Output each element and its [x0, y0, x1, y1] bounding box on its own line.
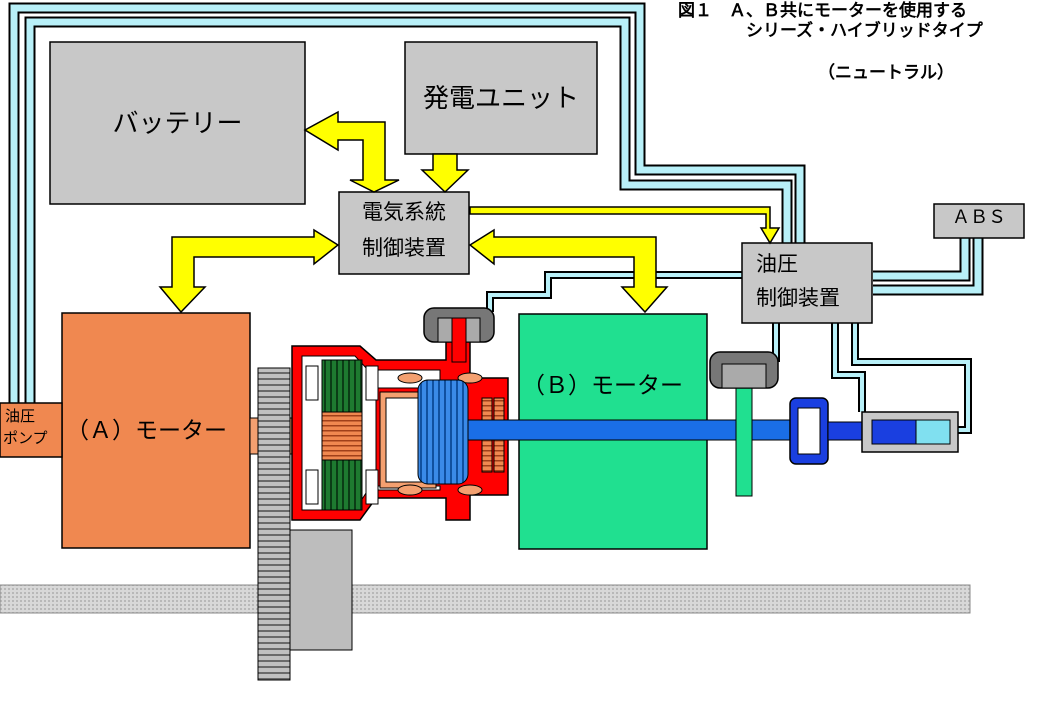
oil-pump-box	[0, 402, 63, 458]
elec-ctrl-label-2: 制御装置	[362, 236, 446, 260]
figure-title-line3: （ニュートラル）	[818, 63, 954, 83]
abs-line-1	[873, 238, 971, 282]
oil-pump-label-2: ポンプ	[3, 429, 48, 447]
hydraulic-lines	[8, 2, 984, 434]
output-shaft	[467, 419, 806, 441]
arrow-generator-to-ctrl	[420, 153, 470, 194]
generator-label: 発電ユニット	[422, 84, 579, 114]
axle	[0, 584, 971, 614]
generator-box	[404, 41, 598, 155]
abs-box	[933, 203, 1025, 239]
hyd-ctrl-label-2: 制御装置	[756, 286, 840, 310]
arrow-ctrl-to-hyd	[469, 206, 781, 245]
abs-label: ＡＢＳ	[952, 207, 1006, 228]
motor-b-label: （Ｂ）モーター	[522, 373, 683, 399]
arrow-ctrl-to-motor-a	[158, 228, 340, 314]
battery-label: バッテリー	[112, 109, 243, 139]
clutch-drum-blue	[417, 379, 469, 485]
oil-pump-label-1: 油圧	[5, 407, 36, 425]
arrow-ctrl-to-motor-b	[468, 228, 669, 314]
figure-title-line1: 図１ Ａ、Ｂ共にモーターを使用する	[678, 1, 967, 21]
drive-gear-large	[257, 367, 291, 681]
battery-box	[49, 41, 306, 205]
elec-ctrl-box	[338, 191, 470, 275]
drive-gear-hub	[289, 529, 353, 651]
motor-a-label: （Ａ）モーター	[66, 418, 227, 444]
hyd-ctrl-label-1: 油圧	[756, 252, 798, 276]
sun-gear-orange	[321, 411, 363, 461]
elec-ctrl-label-1: 電気系統	[362, 200, 446, 224]
motor-a-body	[61, 312, 251, 549]
arrow-ctrl-to-battery	[303, 110, 400, 193]
power-flow-arrows	[158, 110, 781, 314]
hyd-ctrl-box	[741, 242, 873, 324]
figure-title-line2: シリーズ・ハイブリッドタイプ	[746, 21, 983, 41]
